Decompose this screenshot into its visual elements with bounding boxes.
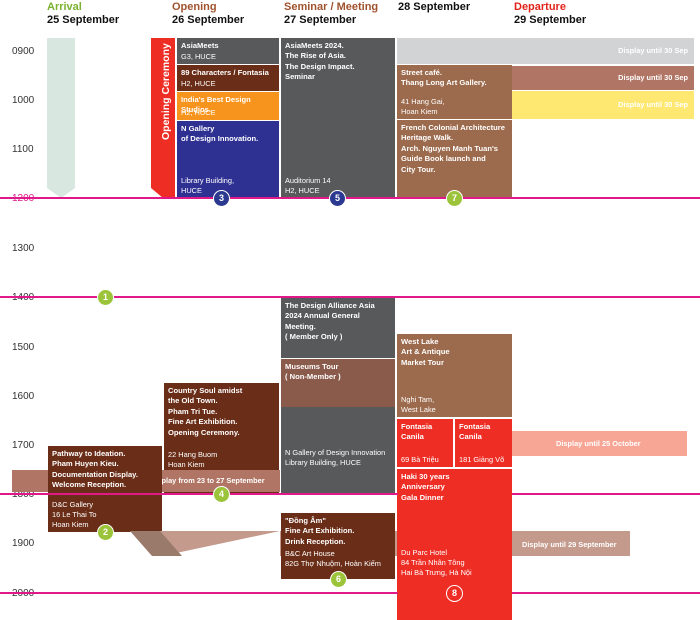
time-label: 1000 — [12, 95, 35, 106]
event-french-colonial[interactable]: French Colonial Architecture Heritage Wa… — [397, 120, 512, 198]
display-bar-grey: Display until 30 Sep — [397, 38, 694, 64]
event-location: D&C Gallery 16 Le Thai To Hoan Kiem — [52, 500, 97, 529]
event-title: AsiaMeets — [181, 41, 219, 50]
time-label: 1600 — [12, 391, 35, 402]
time-line-1200 — [0, 197, 700, 199]
event-title: Street café. Thang Long Art Gallery. — [401, 68, 487, 88]
time-line-1800-over — [0, 493, 398, 495]
event-fontasia-canila-1[interactable]: Fontasia Canila 69 Bà Triệu — [397, 419, 453, 467]
event-asiameets[interactable]: AsiaMeets G3, HUCE — [177, 38, 279, 64]
event-location: Library Building, HUCE — [181, 176, 234, 195]
time-line-1400 — [0, 296, 700, 298]
display-note: Display from 23 to 27 September — [150, 476, 265, 485]
day-date: 25 September — [47, 14, 120, 26]
event-location: G3, HUCE — [181, 52, 216, 61]
badge-3: 3 — [213, 190, 230, 207]
day-date: 29 September — [514, 14, 587, 26]
arrival-arrow — [47, 38, 75, 198]
day-heading: Seminar / Meeting — [284, 1, 379, 13]
event-n-gallery[interactable]: N Gallery of Design Innovation. Library … — [177, 121, 279, 198]
display-note: Display until 30 Sep — [618, 73, 688, 82]
event-title: Pathway to Ideation. Pham Huyen Kieu. Do… — [52, 449, 138, 490]
event-location: H2, HUCE — [181, 108, 216, 117]
event-title: West Lake Art & Antique Market Tour — [401, 337, 450, 367]
event-location: 22 Hang Buom Hoan Kiem — [168, 450, 218, 469]
badge-6: 6 — [330, 571, 347, 588]
day-column-28: 28 September — [398, 1, 470, 14]
time-label: 1900 — [12, 538, 35, 549]
event-location: Du Parc Hotel 84 Trần Nhân Tông Hai Bà T… — [401, 548, 472, 577]
event-title: N Gallery of Design Innovation. — [181, 124, 259, 144]
day-heading: Departure — [514, 1, 566, 13]
day-column-departure: Departure 29 September — [514, 1, 586, 27]
event-location: N Gallery of Design Innovation Library B… — [285, 448, 386, 467]
badge-8: 8 — [446, 585, 463, 602]
event-title: 89 Characters / Fontasia — [181, 68, 269, 77]
event-design-alliance[interactable]: The Design Alliance Asia 2024 Annual Gen… — [281, 298, 395, 358]
event-89-characters[interactable]: 89 Characters / Fontasia H2, HUCE — [177, 65, 279, 91]
event-title: Fontasia Canila — [459, 422, 491, 442]
event-india-best-design[interactable]: India's Best Design Studios. H2, HUCE — [177, 92, 279, 120]
display-bar-brown: Display until 30 Sep — [512, 66, 694, 90]
display-note: Display until 30 Sep — [618, 100, 688, 109]
display-bar-until-25-oct: Display until 25 October — [512, 431, 687, 456]
event-title: Museums Tour ( Non-Member ) — [285, 362, 341, 382]
day-column-seminar: Seminar / Meeting 27 September — [284, 1, 378, 27]
time-label: 1100 — [12, 144, 34, 155]
event-location: 69 Bà Triệu — [401, 455, 439, 464]
event-location: Nghi Tam, West Lake — [401, 395, 436, 414]
event-location: 181 Giảng Võ — [459, 455, 505, 464]
badge-5: 5 — [329, 190, 346, 207]
event-title: Country Soul amidst the Old Town. Pham T… — [168, 386, 243, 437]
event-pathway[interactable]: Pathway to Ideation. Pham Huyen Kieu. Do… — [48, 446, 162, 532]
event-museums-tour[interactable]: Museums Tour ( Non-Member ) N Gallery of… — [281, 359, 395, 494]
time-label: 1300 — [12, 243, 35, 254]
display-bar-yellow: Display until 30 Sep — [512, 91, 694, 119]
event-dong-am[interactable]: "Đồng Âm" Fine Art Exhibition. Drink Rec… — [281, 513, 395, 579]
display-note: Display until 25 October — [556, 439, 641, 448]
day-heading: Opening — [172, 1, 217, 13]
event-title: Haki 30 years Anniversary Gala Dinner — [401, 472, 450, 502]
day-date: 28 September — [398, 1, 471, 13]
opening-ceremony-label: Opening Ceremony — [160, 43, 172, 140]
day-column-opening: Opening 26 September — [172, 1, 244, 27]
display-note: Display until 30 Sep — [618, 46, 688, 55]
time-label: 0900 — [12, 46, 35, 57]
event-location: 41 Hang Gai, Hoan Kiem — [401, 97, 445, 116]
opening-ceremony-band — [151, 38, 175, 198]
day-date: 26 September — [172, 14, 245, 26]
time-line-2000-over — [0, 592, 398, 594]
event-fontasia-canila-2[interactable]: Fontasia Canila 181 Giảng Võ — [455, 419, 512, 467]
museums-highlight — [281, 359, 395, 407]
event-title: The Design Alliance Asia 2024 Annual Gen… — [285, 301, 375, 342]
event-seminar[interactable]: AsiaMeets 2024. The Rise of Asia. The De… — [281, 38, 395, 198]
badge-2: 2 — [97, 524, 114, 541]
day-heading: Arrival — [47, 1, 82, 13]
time-label: 1500 — [12, 342, 35, 353]
event-title: French Colonial Architecture Heritage Wa… — [401, 123, 505, 174]
event-location: B&C Art House 82G Thợ Nhuộm, Hoàn Kiếm — [285, 549, 381, 568]
event-location: H2, HUCE — [181, 79, 216, 88]
badge-7: 7 — [446, 190, 463, 207]
badge-1: 1 — [97, 289, 114, 306]
time-label: 1700 — [12, 440, 35, 451]
event-west-lake[interactable]: West Lake Art & Antique Market Tour Nghi… — [397, 334, 512, 417]
event-street-cafe[interactable]: Street café. Thang Long Art Gallery. 41 … — [397, 65, 512, 119]
event-title: India's Best Design Studios. — [181, 95, 251, 115]
day-column-arrival: Arrival 25 September — [47, 1, 119, 27]
event-title: Fontasia Canila — [401, 422, 433, 442]
event-title: "Đồng Âm" Fine Art Exhibition. Drink Rec… — [285, 516, 355, 546]
day-date: 27 September — [284, 14, 357, 26]
display-note: Display until 29 September — [522, 540, 617, 549]
event-title: AsiaMeets 2024. The Rise of Asia. The De… — [285, 41, 355, 82]
event-location: Auditorium 14 H2, HUCE — [285, 176, 331, 195]
badge-4: 4 — [213, 486, 230, 503]
